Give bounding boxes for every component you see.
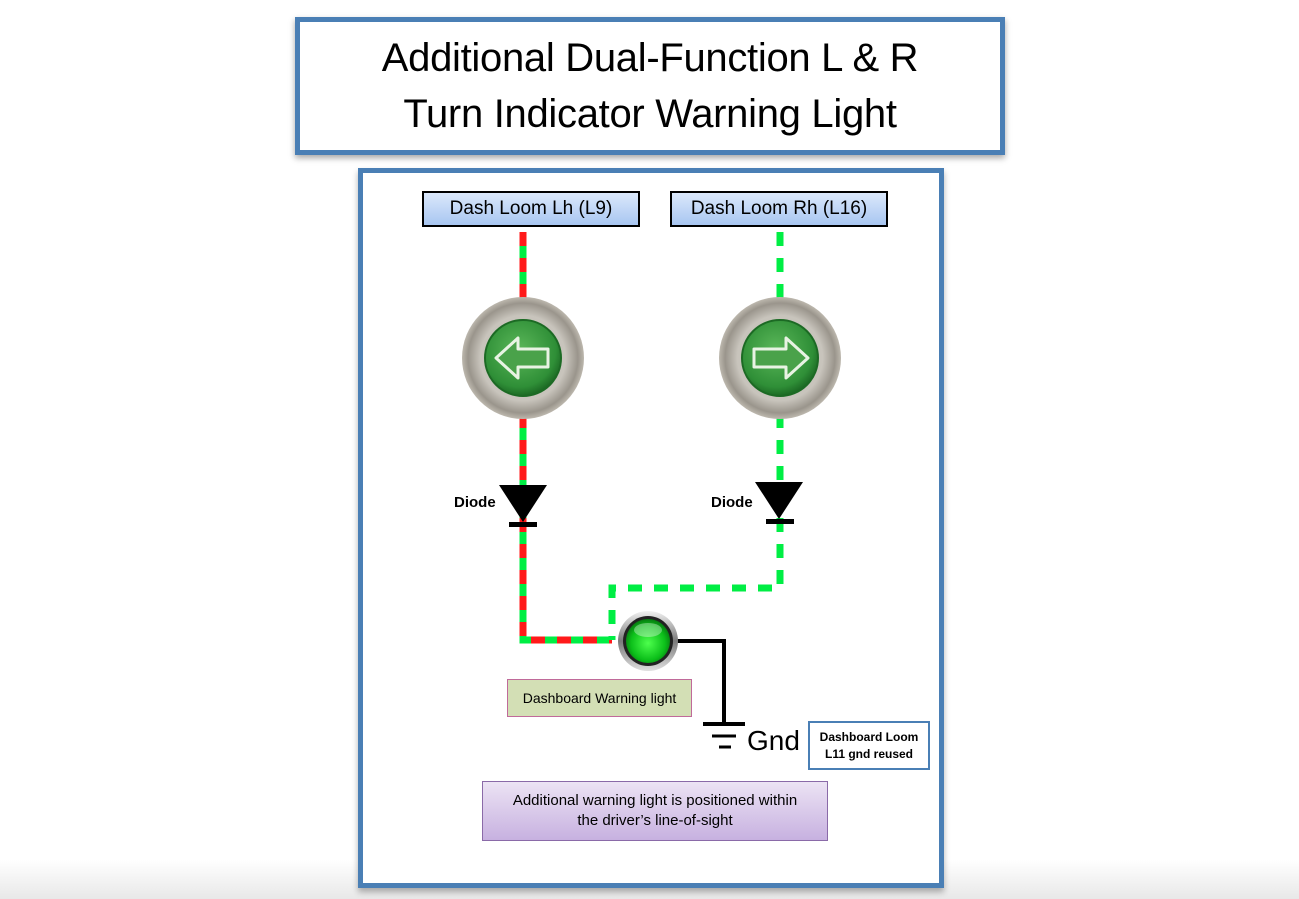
ground-loom-note: Dashboard Loom L11 gnd reused bbox=[808, 721, 930, 770]
title-line-1: Additional Dual-Function L & R bbox=[381, 36, 919, 80]
line-of-sight-note: Additional warning light is positioned w… bbox=[482, 781, 828, 841]
dash-loom-rh-label: Dash Loom Rh (L16) bbox=[670, 191, 888, 227]
ground-note-line-2: L11 gnd reused bbox=[824, 746, 914, 761]
right-diode-label: Diode bbox=[711, 494, 753, 511]
dash-loom-lh-label: Dash Loom Lh (L9) bbox=[422, 191, 640, 227]
warning-light-led-icon bbox=[618, 611, 678, 671]
note-line-1: Additional warning light is positioned w… bbox=[512, 792, 798, 809]
right-diode-icon bbox=[755, 482, 803, 524]
left-arrow-indicator-icon bbox=[462, 297, 584, 419]
right-arrow-indicator-icon bbox=[719, 297, 841, 419]
title-box: Additional Dual-Function L & R Turn Indi… bbox=[295, 17, 1005, 155]
left-diode-icon bbox=[499, 485, 547, 527]
warning-light-label: Dashboard Warning light bbox=[507, 679, 692, 717]
right-wire bbox=[608, 232, 784, 640]
note-line-2: the driver’s line-of-sight bbox=[577, 812, 733, 829]
title-line-2: Turn Indicator Warning Light bbox=[403, 92, 897, 136]
left-diode-label: Diode bbox=[454, 494, 496, 511]
ground-note-line-1: Dashboard Loom bbox=[819, 729, 919, 744]
ground-label: Gnd bbox=[747, 725, 800, 756]
ground-wire bbox=[676, 639, 726, 724]
left-wire bbox=[519, 232, 612, 644]
ground-symbol-icon bbox=[703, 722, 745, 749]
